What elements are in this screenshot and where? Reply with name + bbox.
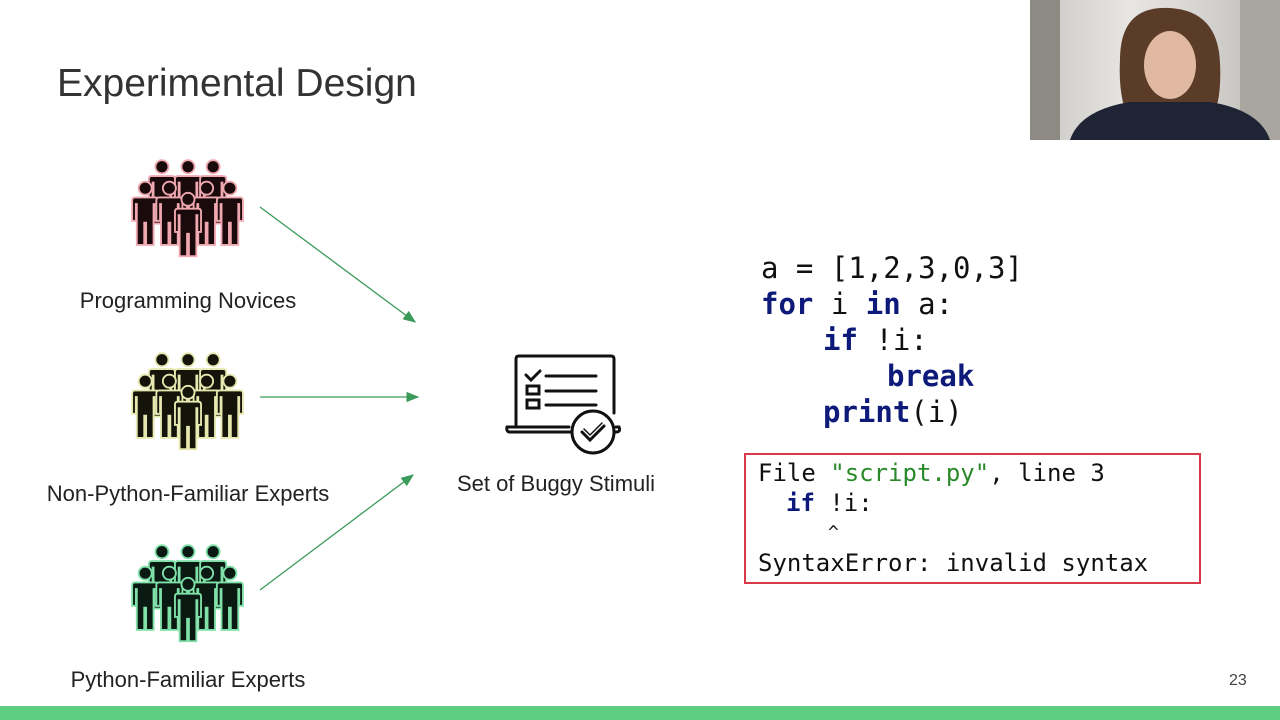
- code-text: (i): [910, 395, 963, 429]
- code-text: i: [813, 287, 866, 321]
- error-message: SyntaxError: invalid syntax: [758, 549, 1149, 577]
- stimuli-label: Set of Buggy Stimuli: [456, 471, 656, 496]
- group-label-non-python-experts: Non-Python-Familiar Experts: [46, 481, 330, 506]
- arrow-python-experts: [259, 474, 415, 591]
- error-text: File: [758, 459, 831, 487]
- error-filename: "script.py": [830, 459, 990, 487]
- code-line-3: if !i:: [761, 322, 1023, 358]
- code-text: a:: [900, 287, 954, 321]
- code-keyword: if: [823, 323, 858, 357]
- code-line-4: break: [761, 358, 1023, 394]
- code-keyword: in: [865, 287, 901, 321]
- error-code-line: if !i:: [758, 488, 1148, 518]
- code-keyword: print: [823, 395, 911, 429]
- code-text: !i:: [857, 323, 928, 357]
- error-text: , line 3: [989, 459, 1105, 487]
- group-label-python-experts: Python-Familiar Experts: [70, 667, 306, 692]
- error-caret: ^: [828, 522, 839, 543]
- code-keyword: for: [761, 287, 814, 321]
- code-line-5: print(i): [761, 394, 1023, 430]
- accent-bar: [0, 706, 1280, 720]
- arrow-novices: [259, 206, 417, 323]
- presenter-image: [1030, 0, 1280, 140]
- group-label-novices: Programming Novices: [79, 288, 297, 313]
- error-text: !i:: [814, 489, 873, 517]
- code-keyword: if: [786, 489, 815, 517]
- laptop-checklist-icon: [505, 354, 622, 455]
- slide-title: Experimental Design: [57, 62, 417, 105]
- error-file-line: File "script.py", line 3: [758, 458, 1148, 488]
- page-number: 23: [1229, 672, 1247, 689]
- code-line-2: for i in a:: [761, 286, 1023, 322]
- code-line-1: a = [1,2,3,0,3]: [761, 251, 1023, 285]
- code-keyword: break: [887, 359, 975, 393]
- webcam-video: [1030, 0, 1280, 140]
